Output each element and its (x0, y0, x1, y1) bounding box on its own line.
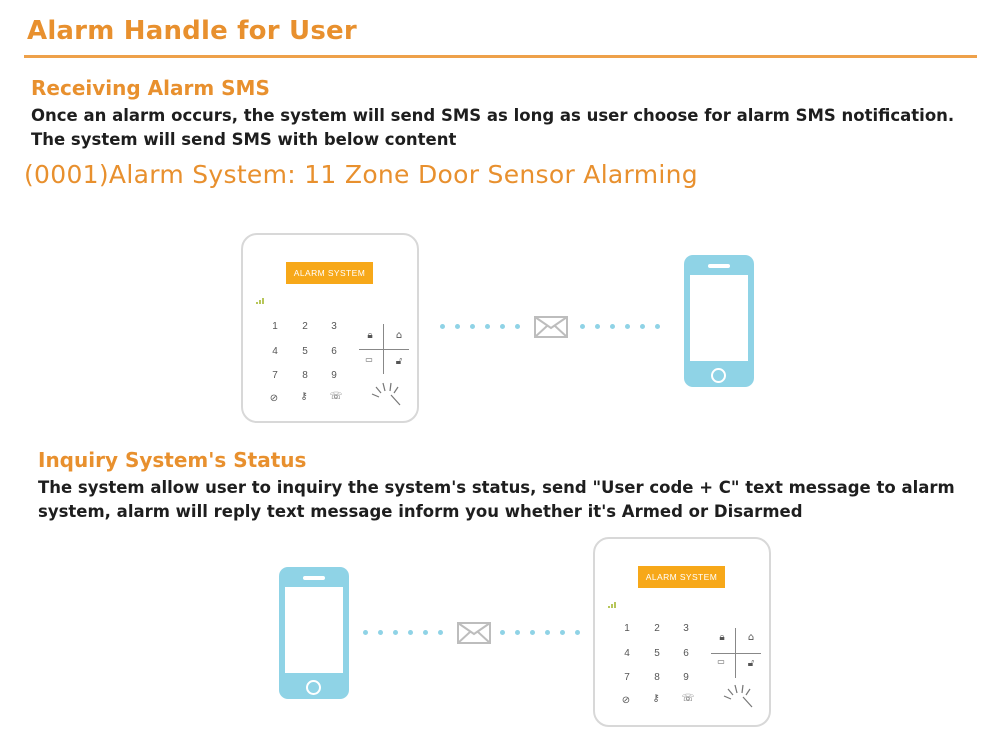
unlock-icon: 🔓︎ (747, 658, 755, 669)
signal-icon (608, 602, 618, 608)
key-2: 2 (302, 321, 308, 332)
disarm-icon: ⊘ (269, 393, 279, 404)
inquiry-text-line2: system, alarm will reply text message in… (38, 502, 803, 521)
away-icon: ▭ (717, 657, 725, 666)
key-1: 1 (272, 321, 278, 332)
fan-icon (371, 382, 401, 406)
lock-icon: 🔒︎ (719, 632, 725, 643)
receiving-text-line2: The system will send SMS with below cont… (31, 130, 457, 149)
disarm-icon: ⊘ (621, 695, 631, 706)
key-9: 9 (683, 672, 689, 683)
lock-icon: 🔒︎ (367, 330, 373, 341)
key-4: 4 (624, 648, 630, 659)
key-1: 1 (624, 623, 630, 634)
envelope-icon (534, 316, 568, 338)
unlock-icon: 🔓︎ (395, 356, 403, 367)
receiving-text-line1: Once an alarm occurs, the system will se… (31, 106, 955, 125)
envelope-icon (457, 622, 491, 644)
alarm-panel-illustration: ALARM SYSTEM 1 2 3 4 5 6 7 8 9 ⊘ ⚷ ☏ 🔒︎ … (593, 537, 771, 727)
signal-icon (256, 298, 266, 304)
inquiry-text-line1: The system allow user to inquiry the sys… (38, 478, 955, 497)
key-icon: ⚷ (300, 391, 308, 402)
home-icon: ⌂ (747, 632, 755, 643)
key-8: 8 (654, 672, 660, 683)
key-5: 5 (302, 346, 308, 357)
key-5: 5 (654, 648, 660, 659)
key-3: 3 (331, 321, 337, 332)
title-divider (24, 55, 977, 58)
fan-icon (723, 684, 753, 708)
key-7: 7 (272, 370, 278, 381)
key-6: 6 (683, 648, 689, 659)
key-9: 9 (331, 370, 337, 381)
alarm-panel-illustration: ALARM SYSTEM 1 2 3 4 5 6 7 8 9 ⊘ ⚷ ☏ 🔒︎ … (241, 233, 419, 423)
panel-lcd-label: ALARM SYSTEM (638, 566, 725, 588)
page-title: Alarm Handle for User (27, 16, 357, 46)
inquiry-heading: Inquiry System's Status (38, 448, 307, 472)
key-7: 7 (624, 672, 630, 683)
panel-lcd-label: ALARM SYSTEM (286, 262, 373, 284)
key-2: 2 (654, 623, 660, 634)
key-4: 4 (272, 346, 278, 357)
sms-example: (0001)Alarm System: 11 Zone Door Sensor … (24, 160, 698, 189)
key-8: 8 (302, 370, 308, 381)
phone-icon: ☏ (681, 693, 695, 704)
phone-icon: ☏ (329, 391, 343, 402)
home-icon: ⌂ (395, 330, 403, 341)
key-6: 6 (331, 346, 337, 357)
phone-illustration (279, 567, 349, 699)
receiving-heading: Receiving Alarm SMS (31, 76, 270, 100)
key-icon: ⚷ (652, 693, 660, 704)
phone-illustration (684, 255, 754, 387)
key-3: 3 (683, 623, 689, 634)
away-icon: ▭ (365, 355, 373, 364)
